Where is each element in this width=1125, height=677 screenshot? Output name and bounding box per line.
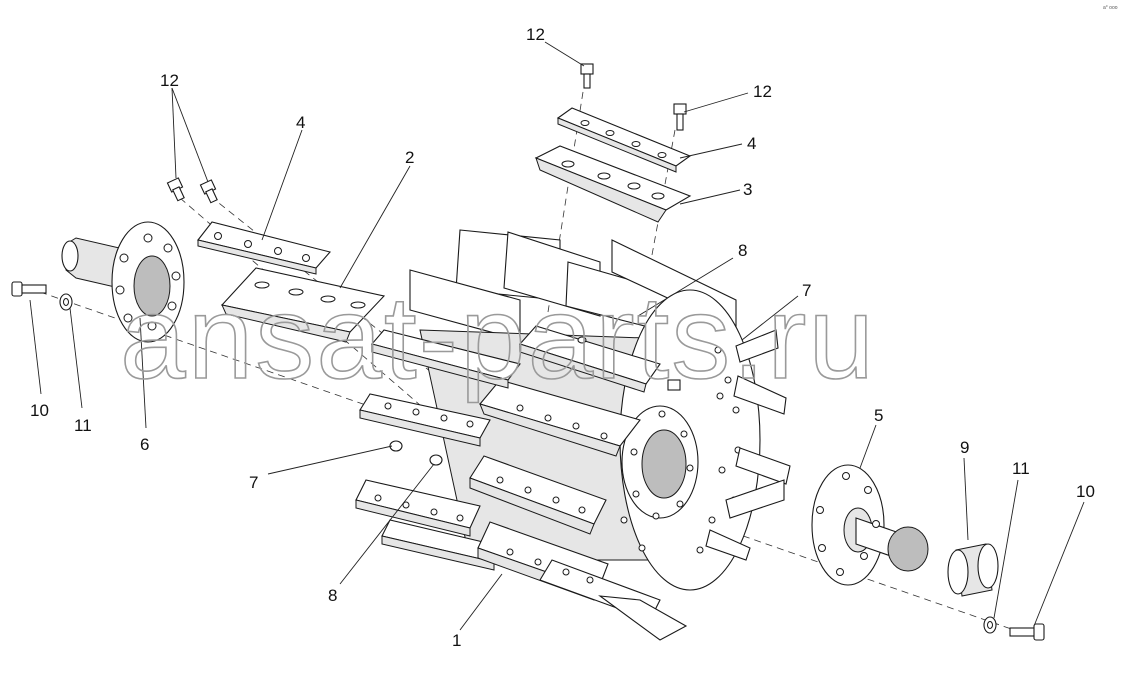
bushing-9: [947, 543, 999, 597]
callout-9: 9: [960, 438, 969, 457]
callout-2: 2: [405, 148, 414, 167]
callout-7-right: 7: [802, 281, 811, 300]
callout-3: 3: [743, 180, 752, 199]
bolt-12-left-a: [166, 177, 185, 202]
callout-12-top: 12: [526, 25, 545, 44]
callout-12-left: 12: [160, 71, 179, 90]
flange-shaft-5: [811, 464, 929, 586]
bolt-12-right: [673, 103, 687, 131]
callout-6: 6: [140, 435, 149, 454]
callout-4-right: 4: [747, 134, 756, 153]
bolt-12-left-b: [199, 179, 218, 204]
bolt-10-left: [11, 281, 47, 297]
corner-mark: a° ooo: [1103, 5, 1118, 11]
flange-hub-6: [61, 221, 185, 343]
watermark: ansat-parts.ru: [120, 272, 876, 404]
blade-2: [220, 267, 386, 343]
callout-labels: 12 12 12 4 2 4 3 8 7 10 11 6 7 8 1 5 9 1…: [30, 25, 1095, 650]
callout-5: 5: [874, 406, 883, 425]
leader-lines: [29, 41, 1085, 631]
callout-8-top: 8: [738, 241, 747, 260]
callout-12-right: 12: [753, 82, 772, 101]
callout-10-left: 10: [30, 401, 49, 420]
bolt-10-right: [1009, 623, 1045, 641]
rotor-assembly-1: [355, 229, 791, 641]
callout-8-bottom: 8: [328, 586, 337, 605]
callout-1: 1: [452, 631, 461, 650]
callout-10-right: 10: [1076, 482, 1095, 501]
callout-11-left: 11: [74, 416, 92, 435]
callout-7-left: 7: [249, 473, 258, 492]
callout-11-right: 11: [1012, 459, 1030, 478]
bolt-12-top: [580, 63, 594, 89]
washer-11-right: [983, 616, 997, 634]
washer-11-left: [59, 293, 73, 311]
clamp-strip-4-left: [197, 221, 332, 275]
blade-3: [534, 145, 692, 223]
callout-4-left: 4: [296, 113, 305, 132]
